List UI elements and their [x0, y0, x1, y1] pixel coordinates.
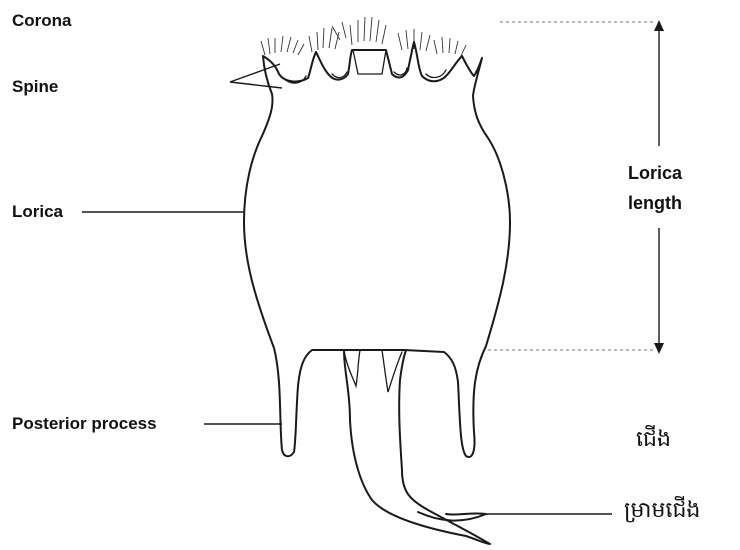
spine-label: Spine — [12, 77, 58, 97]
posterior-process-label: Posterior process — [12, 414, 157, 434]
leader-lines — [82, 64, 612, 514]
lorica-length-label-line1: Lorica — [628, 163, 682, 184]
lorica-outline — [244, 42, 510, 457]
foot — [344, 350, 490, 544]
corona-label: Corona — [12, 11, 72, 31]
toe — [418, 512, 486, 521]
lorica-length-dimension — [488, 20, 664, 354]
lorica-length-label-line2: length — [628, 193, 682, 214]
foot-khmer-label: ជើង — [636, 425, 671, 457]
toe-khmer-label: ម្រាមជើង — [624, 496, 700, 528]
lorica-label: Lorica — [12, 202, 63, 222]
spine-leader — [230, 64, 280, 82]
